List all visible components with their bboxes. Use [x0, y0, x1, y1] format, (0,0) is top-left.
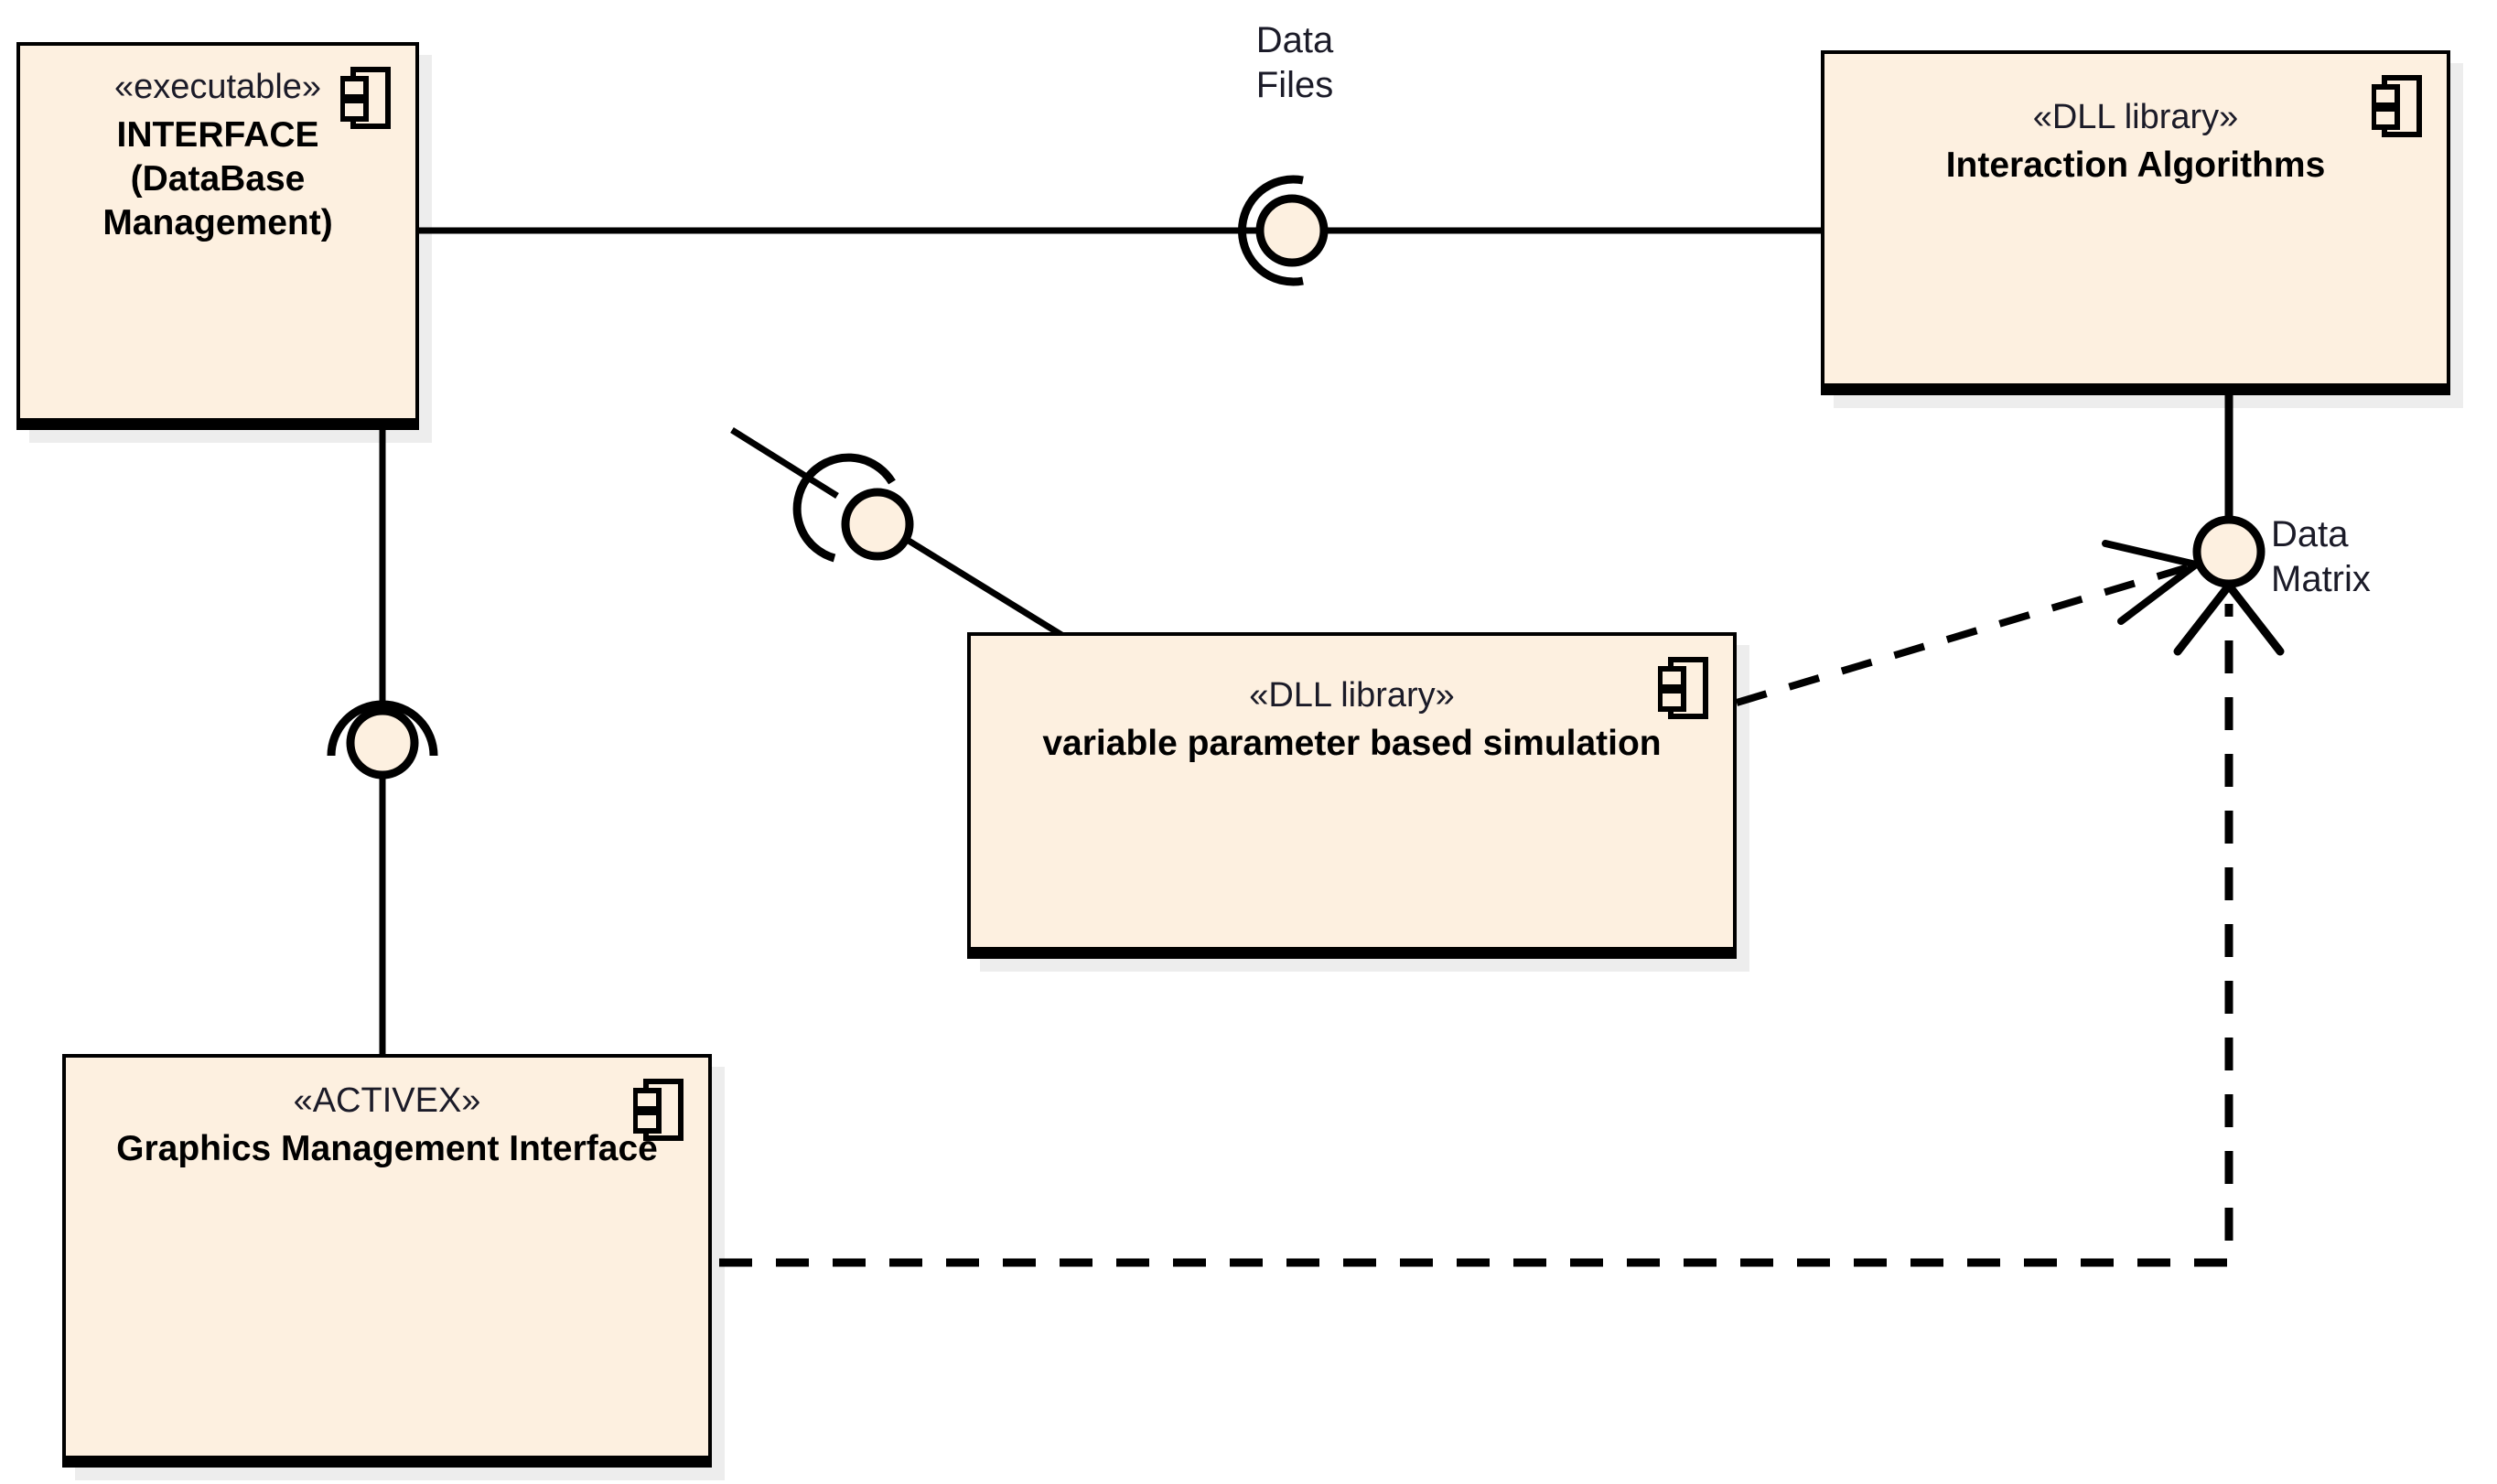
- component-label-block: «executable» INTERFACE (DataBase Managem…: [20, 66, 415, 244]
- component-name: Interaction Algorithms: [1945, 145, 2326, 186]
- uml-component-icon: [340, 66, 392, 130]
- dependency-simulation-to-data-matrix: [1735, 562, 2196, 706]
- uml-component-icon: [633, 1078, 684, 1142]
- component-stereotype: «DLL library»: [1249, 676, 1455, 715]
- socket-arc-graphics: [327, 700, 438, 757]
- connector-simulation-lower: [899, 533, 1072, 643]
- component-label-block: «DLL library» variable parameter based s…: [971, 674, 1733, 766]
- uml-component-icon: [2372, 74, 2423, 138]
- component-interface-database-management[interactable]: «executable» INTERFACE (DataBase Managem…: [16, 42, 419, 430]
- component-interaction-algorithms[interactable]: «DLL library» Interaction Algorithms: [1821, 50, 2450, 395]
- component-name: INTERFACE (DataBase Management): [102, 115, 333, 242]
- interface-label-data-matrix: Data Matrix: [2271, 514, 2371, 599]
- component-variable-parameter-based-simulation[interactable]: «DLL library» variable parameter based s…: [967, 632, 1737, 959]
- connector-simulation-upper: [730, 427, 839, 499]
- interface-ball-data-files: [1255, 194, 1329, 267]
- component-label-block: «DLL library» Interaction Algorithms: [1824, 96, 2447, 188]
- interface-ball-data-matrix: [2192, 515, 2266, 588]
- arrowhead-graphics-to-data-matrix: [2173, 581, 2285, 656]
- component-stereotype: «executable»: [113, 68, 322, 106]
- socket-arc-simulation: [792, 453, 896, 563]
- interface-ball-simulation: [841, 488, 914, 561]
- socket-arc-data-files: [1237, 175, 1304, 286]
- component-label-block: «ACTIVEX» Graphics Management Interface: [66, 1080, 708, 1171]
- component-name: variable parameter based simulation: [1042, 724, 1662, 764]
- arrowhead-simulation-to-data-matrix: [2102, 540, 2200, 625]
- component-stereotype: «ACTIVEX»: [293, 1081, 481, 1120]
- interface-label-data-files: Data Files: [1255, 20, 1334, 105]
- component-graphics-management-interface[interactable]: «ACTIVEX» Graphics Management Interface: [62, 1054, 712, 1468]
- interface-ball-graphics: [346, 706, 419, 780]
- component-name: Graphics Management Interface: [116, 1129, 658, 1169]
- component-stereotype: «DLL library»: [2032, 98, 2239, 136]
